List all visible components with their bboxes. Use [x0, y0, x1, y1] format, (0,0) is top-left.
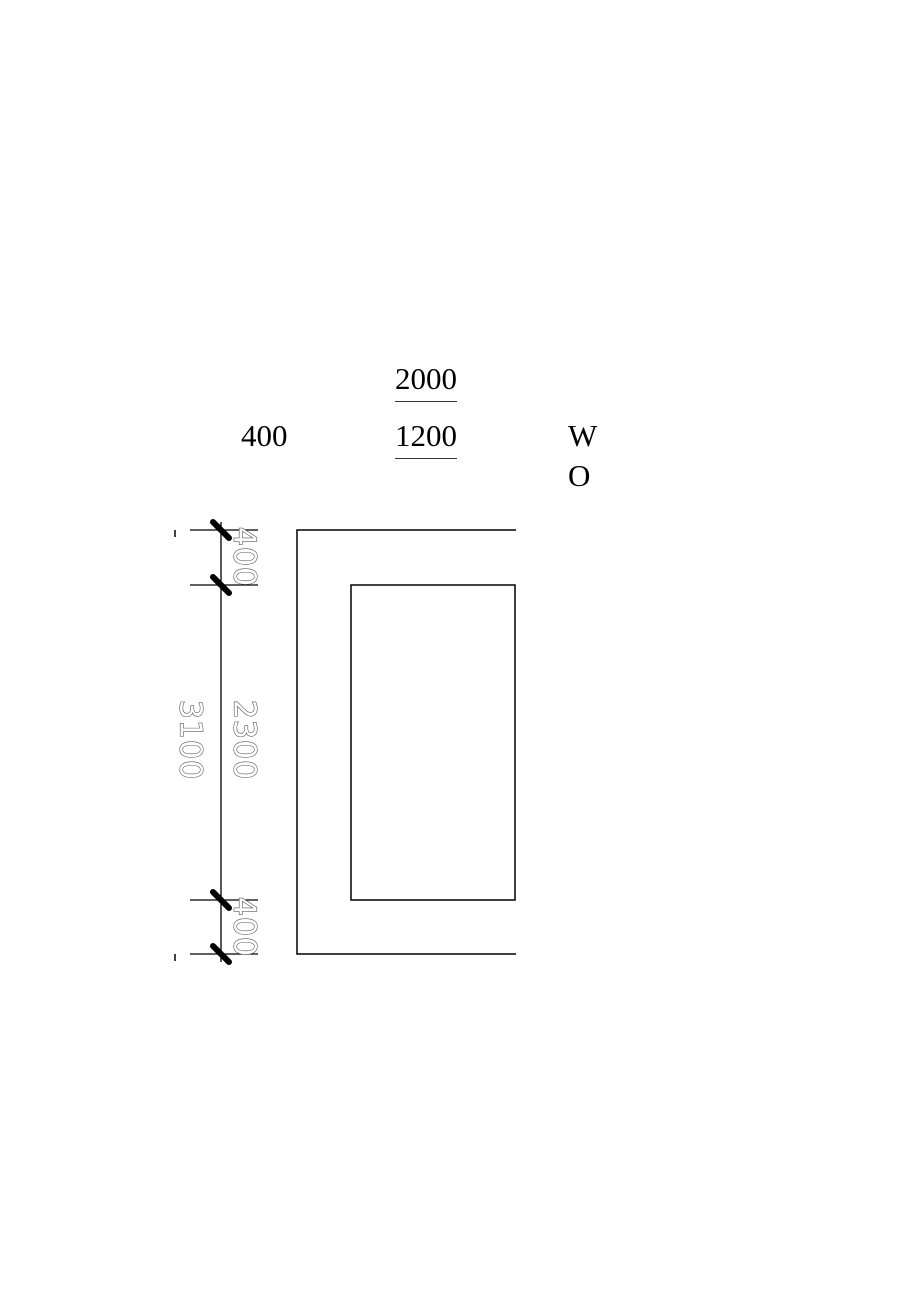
tick-mark-upper — [210, 574, 232, 596]
dimension-text-400-bottom: 400 — [227, 897, 262, 957]
dimension-text-2300: 2300 — [227, 700, 262, 780]
dimension-label-1200: 1200 — [395, 420, 457, 459]
side-letter-w: W — [568, 418, 598, 453]
inner-opening — [350, 584, 516, 901]
dimension-text-400-top: 400 — [227, 527, 262, 587]
tick-mark-top — [210, 519, 232, 541]
side-letter-o: O — [568, 458, 591, 493]
dimension-label-2000: 2000 — [395, 363, 457, 402]
tick-mark-bottom — [210, 943, 232, 965]
dimension-text-3100: 3100 — [173, 700, 208, 780]
outer-frame — [296, 529, 516, 955]
tick-mark-lower — [210, 889, 232, 911]
dimension-label-400: 400 — [241, 418, 288, 453]
